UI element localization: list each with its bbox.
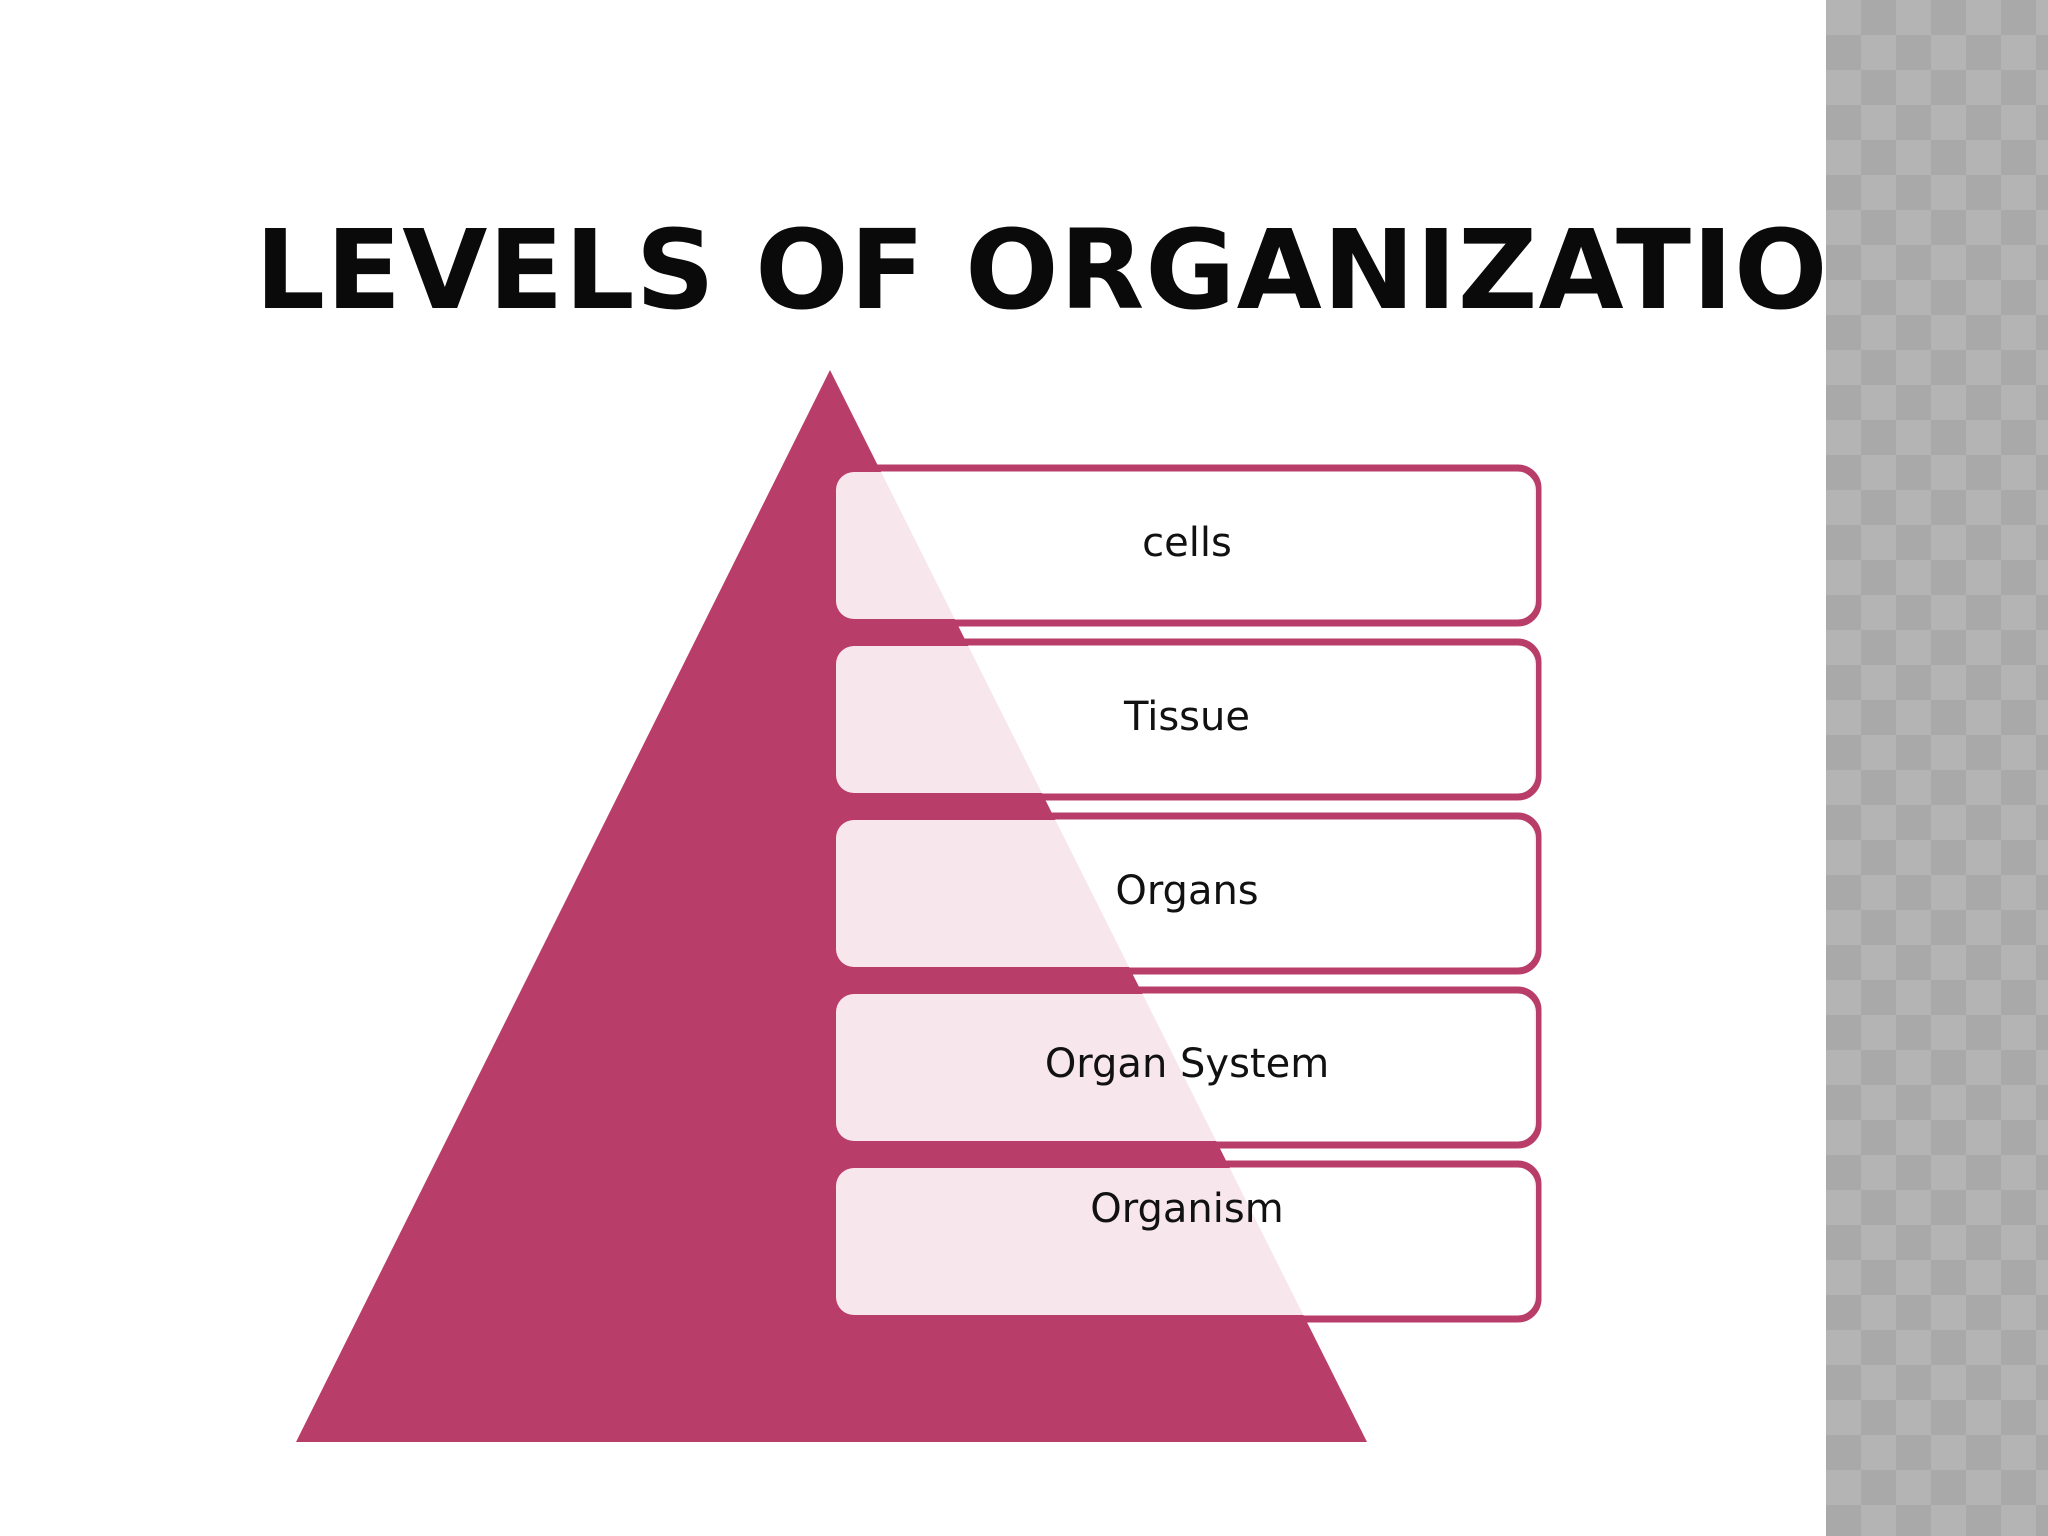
slide-title: LEVELS OF ORGANIZATION (255, 206, 1922, 334)
level-box (836, 820, 1536, 967)
level-box (836, 994, 1536, 1141)
level-item: Tissue (836, 638, 1542, 801)
level-label: Tissue (1123, 694, 1250, 740)
level-item: cells (836, 464, 1542, 627)
level-label: Organs (1115, 868, 1258, 914)
level-item: Organs (836, 812, 1542, 975)
level-box (836, 1168, 1536, 1315)
level-label: Organ System (1045, 1041, 1329, 1087)
level-item: Organism (836, 1160, 1542, 1323)
level-label: Organism (1090, 1186, 1283, 1232)
level-label: cells (1142, 520, 1232, 566)
level-item: Organ System (836, 986, 1542, 1149)
decorative-side-panel (1826, 0, 2048, 1536)
level-box (836, 646, 1536, 793)
level-box (836, 472, 1536, 619)
